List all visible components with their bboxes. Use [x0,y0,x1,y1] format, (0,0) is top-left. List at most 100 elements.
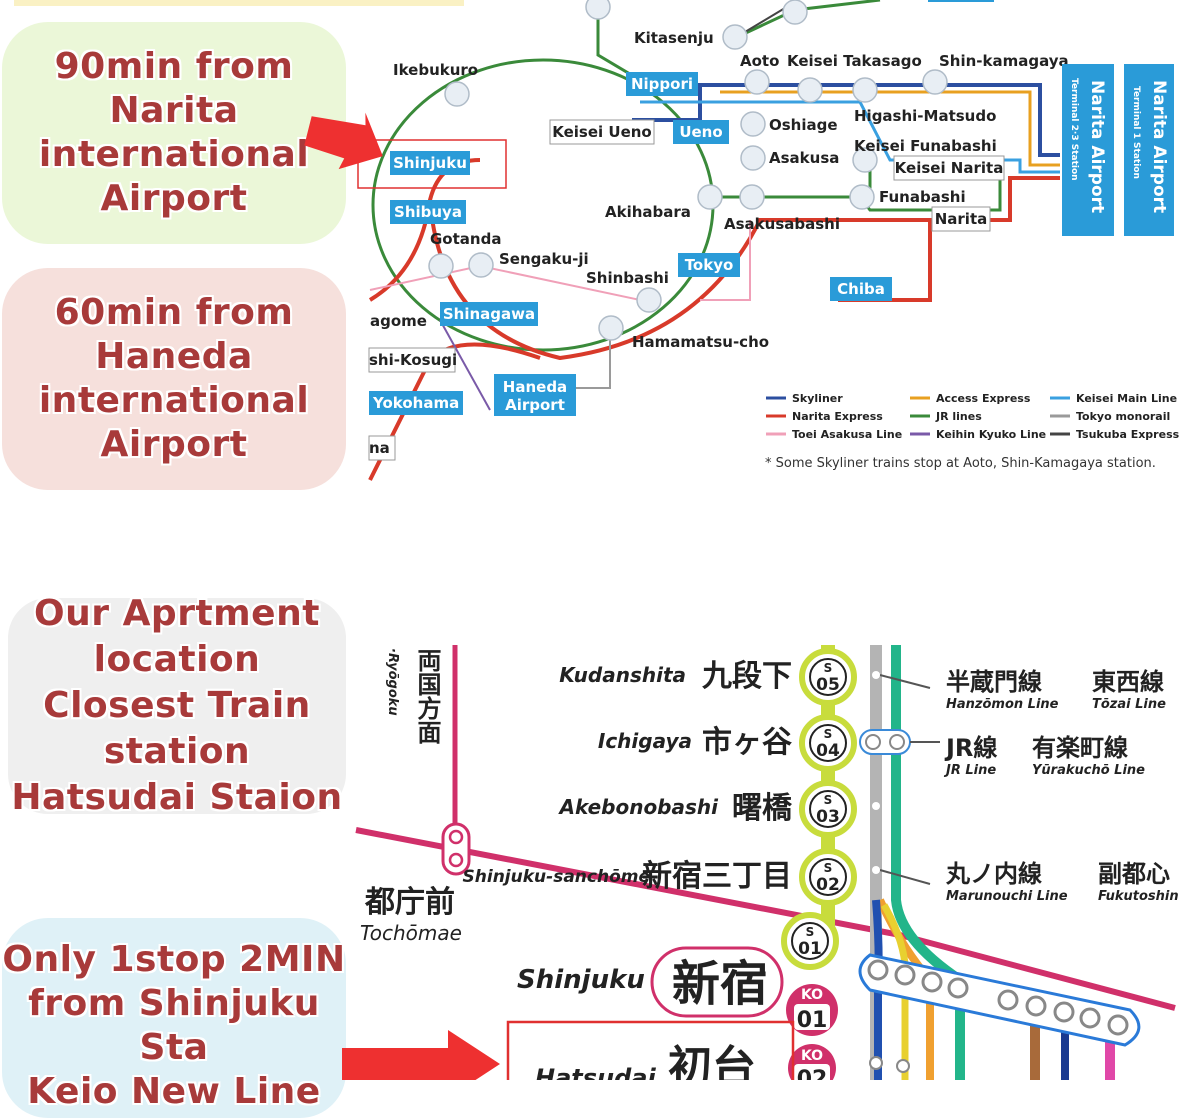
hatsudai-highlight-frame [506,1020,795,1080]
station-labels: Kitasenju Ikebukuro Aoto Keisei Takasago… [370,29,1069,351]
top-banner-strip [14,0,464,6]
legend-label: JR lines [935,410,982,423]
station-label-higashi-matsudo: Higashi-Matsudo [854,107,996,125]
badge-num-s01: 01 [798,939,822,959]
tokyo-monorail-line [560,330,611,389]
badge-line-ko02: KO [801,1048,823,1064]
line-station-rom: Ichigaya [598,729,692,753]
station-dot [428,253,454,279]
line-station-badge-num: 02 [816,875,840,895]
line-station-badge-inner [809,658,847,696]
legend-item: Skyliner [766,392,843,405]
station-dots [428,0,948,341]
station-label-funabashi: Funabashi [879,188,966,206]
line-station-badge-ring [799,648,857,706]
shinjuku-highlight-frame [357,139,507,189]
legend-label: Access Express [936,392,1031,405]
station-label-keisei-funabashi: Keisei Funabashi [854,137,997,155]
shinjuku-jp-label: 新宿 [672,956,768,1012]
shinjuku-callout: Only 1stop 2MIN from Shinjuku Sta Keio N… [2,918,346,1118]
grey-line-stops [869,671,910,1073]
transfer-line-jp: 丸ノ内線 [945,860,1042,888]
station-label-shinagawa: Shinagawa [443,305,535,323]
legend-label: Tsukuba Express [1076,428,1180,441]
oedo-transfer-ring [448,852,464,868]
station-dot [922,69,948,95]
badge-line-s01: S [806,925,815,939]
station-label-sengakuji: Sengaku-ji [499,250,589,268]
legend-item: Toei Asakusa Line [766,428,902,441]
line-station-badge-ring [799,780,857,838]
transfer-line-en: Fukutoshin [1098,889,1179,904]
transfer-pill-jr [859,729,911,755]
narita-terminal-2-3-sub: Terminal 2·3 Station [1069,78,1079,181]
line-station-rom: Shinjuku-sanchōme [463,867,650,887]
station-badge-s01: S 01 [781,912,839,970]
station-dot [697,184,723,210]
station-dot [744,69,770,95]
line-station-badge-num: 03 [816,807,840,827]
legend-item: Tokyo monorail [1050,410,1170,423]
line-station-badge-line: S [824,727,833,741]
line-station-rom: Akebonobashi [558,795,720,819]
oedo-transfer-pill [441,822,471,876]
ryogoku-jp-group: 両国方面 [413,648,441,744]
station-label-keisei-narita: Keisei Narita [895,159,1004,177]
station-dot [782,0,808,25]
line-station-jp: 曙橋 [732,791,793,826]
station-label-akihabara: Akihabara [605,203,691,221]
ryogoku-jp-label: 両国方面 [413,648,441,744]
transfer-ring [865,734,881,750]
line-station-badge-num: 04 [816,741,840,761]
station-label-asakusabashi: Asakusabashi [724,215,840,233]
station-label-shibuya: Shibuya [394,203,462,221]
line-map-lines [355,645,1176,1080]
transfer-line-jp: 東西線 [1092,668,1164,696]
shinjuku-hub-pill [858,953,1141,1047]
legend-item: JR lines [910,410,982,423]
legend-item: Access Express [910,392,1031,405]
ryogoku-label: ·Ryōgoku [385,648,400,716]
legend-item: Keisei Main Line [1050,392,1177,405]
transfer-line-jp: JR線 [944,734,997,762]
station-badge-ko02: KO 02 [788,1044,836,1080]
badge-num-ko01: 01 [797,1008,828,1033]
narita-terminal-1-box [1124,64,1174,236]
station-label-asakusa: Asakusa [769,149,839,167]
narita-terminal-1-sub: Terminal 1 Station [1131,86,1141,179]
station-box-keisei-ueno [549,119,655,145]
orange-line [876,898,934,1080]
station-label-haneda: Haneda [503,378,567,396]
legend-item: Tsukuba Express [1050,428,1180,441]
shinjuku-callout-line-3: Sta [139,1027,209,1068]
transfer-line-en: Marunouchi Line [946,889,1068,904]
station-box-tokyo [678,253,740,277]
line-station-badge-ring [799,714,857,772]
hatsudai-pointer-arrow [342,1030,500,1080]
transfer-line-en: Tōzai Line [1092,697,1166,712]
oedo-transfer-ring [448,829,464,845]
station-dot [849,184,875,210]
station-label-hamamatsucho: Hamamatsu-cho [632,333,769,351]
apartment-callout-line-1: Our Aprtment [34,593,320,634]
apartment-callout-line-2: location [93,639,261,680]
transfer-line-jp: 半蔵門線 [946,668,1042,696]
shinjuku-station-pill [650,946,784,1018]
transfer-line-en: Yūrakuchō Line [1032,763,1145,778]
badge-num-ko02: 02 [797,1067,828,1080]
narita-pointer-arrow [304,112,383,170]
station-label-keisei-takasago: Keisei Takasago [787,52,922,70]
station-box-keisei-narita [893,155,1005,181]
station-label-aoto: Aoto [740,52,779,70]
narita-terminal-2-3-box [1062,64,1114,236]
haneda-callout-line-2: Haneda [95,336,253,377]
station-box-haneda [494,374,576,416]
haneda-callout-line-4: Airport [100,424,248,465]
haneda-callout-line-1: 60min from [54,292,294,333]
narita-callout-line-4: Airport [100,178,248,219]
legend-label: Tokyo monorail [1076,410,1170,423]
station-label-musashi-kosugi: shi-Kosugi [369,351,457,369]
